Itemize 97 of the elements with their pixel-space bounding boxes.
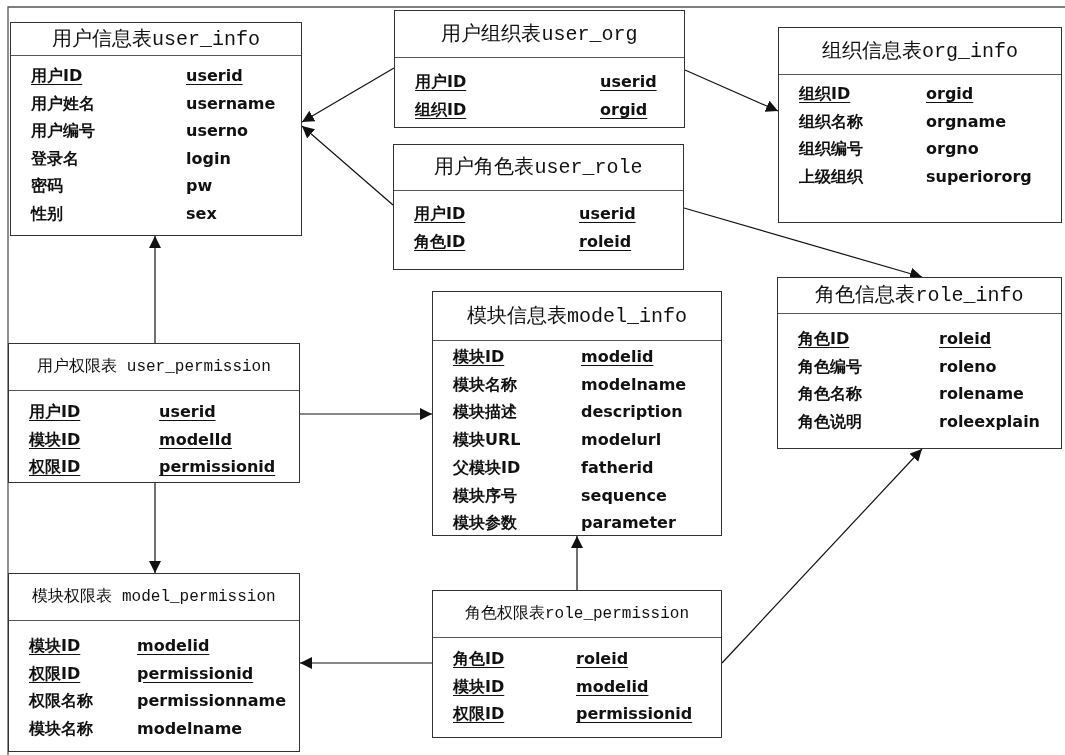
field-label: 权限ID: [29, 457, 81, 477]
column-name: username: [186, 93, 276, 114]
field-label: 模块ID: [453, 676, 505, 697]
field-label: 用户编号: [31, 121, 95, 142]
arrow: [301, 67, 395, 123]
column-name: userid: [186, 66, 243, 86]
field-label: 角色ID: [798, 329, 850, 349]
column-name: orgid: [600, 100, 648, 120]
column-name: parameter: [581, 513, 676, 534]
column-name: roleid: [939, 329, 992, 349]
table-box: [432, 291, 722, 536]
column-name: permissionname: [137, 691, 286, 711]
field-label: 用户ID: [29, 402, 81, 422]
table-title: 角色权限表role_permission: [464, 604, 690, 625]
field-label: 角色ID: [453, 649, 505, 669]
column-name: sequence: [581, 485, 667, 506]
table-box: [778, 27, 1062, 223]
arrow: [149, 482, 161, 574]
column-name: sex: [186, 204, 217, 224]
field-label: 父模块ID: [453, 457, 521, 478]
column-name: fatherid: [581, 457, 654, 478]
table-box: [10, 22, 302, 236]
column-name: orgid: [926, 84, 974, 104]
column-name: modelid: [576, 676, 649, 697]
column-name: pw: [186, 176, 213, 197]
column-name: permissionid: [576, 704, 693, 724]
field-label: 性别: [31, 204, 63, 224]
column-name: userid: [600, 72, 657, 92]
arrow: [571, 535, 583, 591]
column-name: modelname: [581, 374, 687, 395]
column-name: roleno: [939, 356, 997, 377]
field-label: 模块描述: [453, 402, 517, 423]
column-name: roleid: [579, 232, 632, 252]
arrow: [149, 235, 161, 344]
column-name: orgno: [926, 139, 979, 160]
column-name: modelid: [137, 636, 210, 656]
field-label: 组织ID: [799, 84, 851, 104]
column-name: modelurl: [581, 430, 662, 451]
table-box: [8, 573, 300, 752]
column-name: permissionid: [137, 663, 254, 684]
field-label: 角色名称: [798, 384, 862, 405]
arrow: [721, 448, 923, 664]
column-name: roleid: [576, 649, 629, 669]
column-name: userid: [579, 204, 636, 224]
field-label: 角色ID: [414, 232, 466, 252]
field-label: 角色编号: [798, 356, 862, 377]
table-box: [8, 343, 300, 483]
field-label: 用户ID: [414, 204, 466, 224]
field-label: 组织编号: [799, 139, 863, 160]
arrow: [301, 125, 394, 206]
table-title: 角色信息表role_info: [814, 283, 1025, 309]
table-title: 用户信息表user_info: [51, 26, 261, 53]
table-title: 模块信息表model_info: [466, 303, 688, 330]
field-label: 模块ID: [29, 636, 81, 656]
column-name: description: [581, 402, 683, 423]
field-label: 模块URL: [453, 430, 521, 451]
column-name: modelid: [581, 347, 654, 367]
column-name: rolename: [939, 384, 1024, 405]
field-label: 登录名: [31, 148, 79, 169]
column-name: roleexplain: [939, 412, 1040, 433]
field-label: 模块序号: [453, 485, 517, 506]
table-title: 用户组织表user_org: [440, 21, 639, 48]
field-label: 权限ID: [29, 663, 81, 684]
column-name: modelId: [159, 429, 232, 450]
table-title: 用户权限表 user_permission: [36, 357, 272, 378]
table-title: 组织信息表org_info: [821, 38, 1019, 65]
field-label: 模块名称: [29, 718, 93, 739]
table-title: 用户角色表user_role: [433, 155, 644, 181]
field-label: 模块名称: [453, 374, 517, 395]
field-label: 模块ID: [29, 429, 81, 450]
column-name: modelname: [137, 718, 243, 739]
column-name: userno: [186, 121, 249, 142]
field-label: 模块ID: [453, 347, 505, 367]
field-label: 用户姓名: [31, 93, 95, 114]
field-label: 权限ID: [453, 704, 505, 724]
table-box: [777, 277, 1062, 449]
field-label: 组织ID: [415, 100, 467, 120]
field-label: 权限名称: [29, 691, 93, 711]
column-name: superiororg: [926, 167, 1032, 188]
table-title: 模块权限表 model_permission: [31, 587, 277, 608]
table-box: [432, 590, 722, 738]
field-label: 用户ID: [415, 72, 467, 92]
table-box: [393, 144, 684, 270]
table-box: [394, 10, 685, 128]
field-label: 上级组织: [799, 167, 863, 188]
column-name: permissionid: [159, 457, 276, 477]
column-name: userid: [159, 402, 216, 422]
arrow: [684, 69, 779, 112]
arrow: [299, 408, 433, 420]
field-label: 模块参数: [453, 513, 517, 534]
column-name: login: [186, 148, 231, 169]
arrow: [299, 657, 433, 669]
field-label: 角色说明: [798, 412, 862, 433]
field-label: 密码: [31, 176, 63, 197]
field-label: 组织名称: [799, 111, 863, 132]
column-name: orgname: [926, 111, 1007, 132]
field-label: 用户ID: [31, 66, 83, 86]
